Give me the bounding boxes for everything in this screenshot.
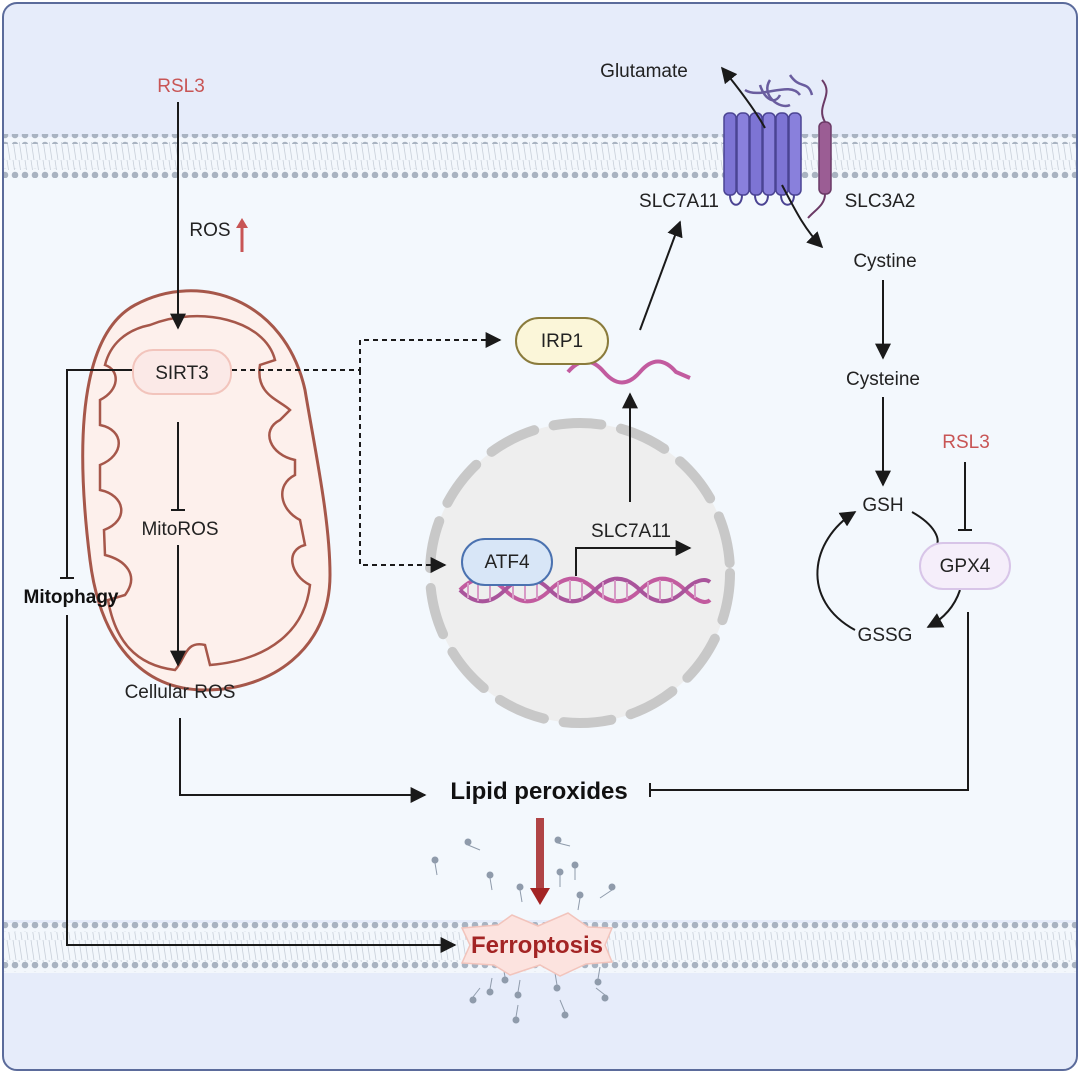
mitoros-label: MitoROS xyxy=(141,519,218,540)
dotted-sirt3-branch xyxy=(232,332,502,573)
atf4-label: ATF4 xyxy=(484,552,529,573)
nucleus xyxy=(425,418,735,728)
inhibit-sirt3-mitophagy xyxy=(60,369,133,579)
slc7a11-protein-label: SLC7A11 xyxy=(639,191,719,212)
inhibit-sirt3-mitoros xyxy=(171,422,185,511)
inhibit-rsl3-gpx4 xyxy=(958,462,972,531)
arrow-cellularros-to-lipid xyxy=(179,718,427,803)
arrow-mitophagy-to-ferroptosis xyxy=(66,615,457,953)
arrow-glutamate-out xyxy=(720,66,766,129)
cystine-label: Cystine xyxy=(853,251,916,272)
ferroptosis-label: Ferroptosis xyxy=(471,932,603,959)
slc3a2-label: SLC3A2 xyxy=(845,191,916,212)
gsh-label: GSH xyxy=(862,495,903,516)
gpx4-node: GPX4 xyxy=(919,542,1011,590)
ros-label: ROS xyxy=(189,220,230,241)
arrow-gpx4-to-gssg xyxy=(926,589,961,628)
gpx4-label: GPX4 xyxy=(940,556,991,577)
gssg-label: GSSG xyxy=(858,625,913,646)
atf4-node: ATF4 xyxy=(461,538,553,586)
sirt3-label: SIRT3 xyxy=(155,363,209,384)
dna-helix xyxy=(458,576,712,604)
plasma-membrane-top xyxy=(4,134,1076,178)
slc3a2-subunit xyxy=(807,79,832,219)
cellular-ros-label: Cellular ROS xyxy=(125,682,236,703)
sirt3-node: SIRT3 xyxy=(132,349,232,395)
slc7a11-transporter xyxy=(723,74,814,206)
arrow-lipid-to-ferroptosis xyxy=(530,818,550,905)
cysteine-label: Cysteine xyxy=(846,369,920,390)
arrow-gssg-to-gsh xyxy=(816,511,857,631)
ferroptosis-node: Ferroptosis xyxy=(460,912,614,977)
lipid-peroxides-label: Lipid peroxides xyxy=(450,778,627,805)
rsl3-top-label: RSL3 xyxy=(157,76,205,97)
inhibit-gpx4-lipid xyxy=(649,612,969,797)
irp1-label: IRP1 xyxy=(541,331,583,352)
irp1-node: IRP1 xyxy=(515,317,609,365)
lipid-debris xyxy=(431,836,616,1024)
mitophagy-label: Mitophagy xyxy=(24,587,119,608)
rsl3-right-label: RSL3 xyxy=(942,432,990,453)
ros-increase-arrow xyxy=(236,218,248,252)
slc7a11-gene-label: SLC7A11 xyxy=(591,521,671,542)
arrow-mrna-to-slc7a11 xyxy=(639,220,683,331)
arrow-cystine-in xyxy=(781,184,824,249)
transcription-arrow xyxy=(575,540,692,576)
glutamate-label: Glutamate xyxy=(600,61,688,82)
